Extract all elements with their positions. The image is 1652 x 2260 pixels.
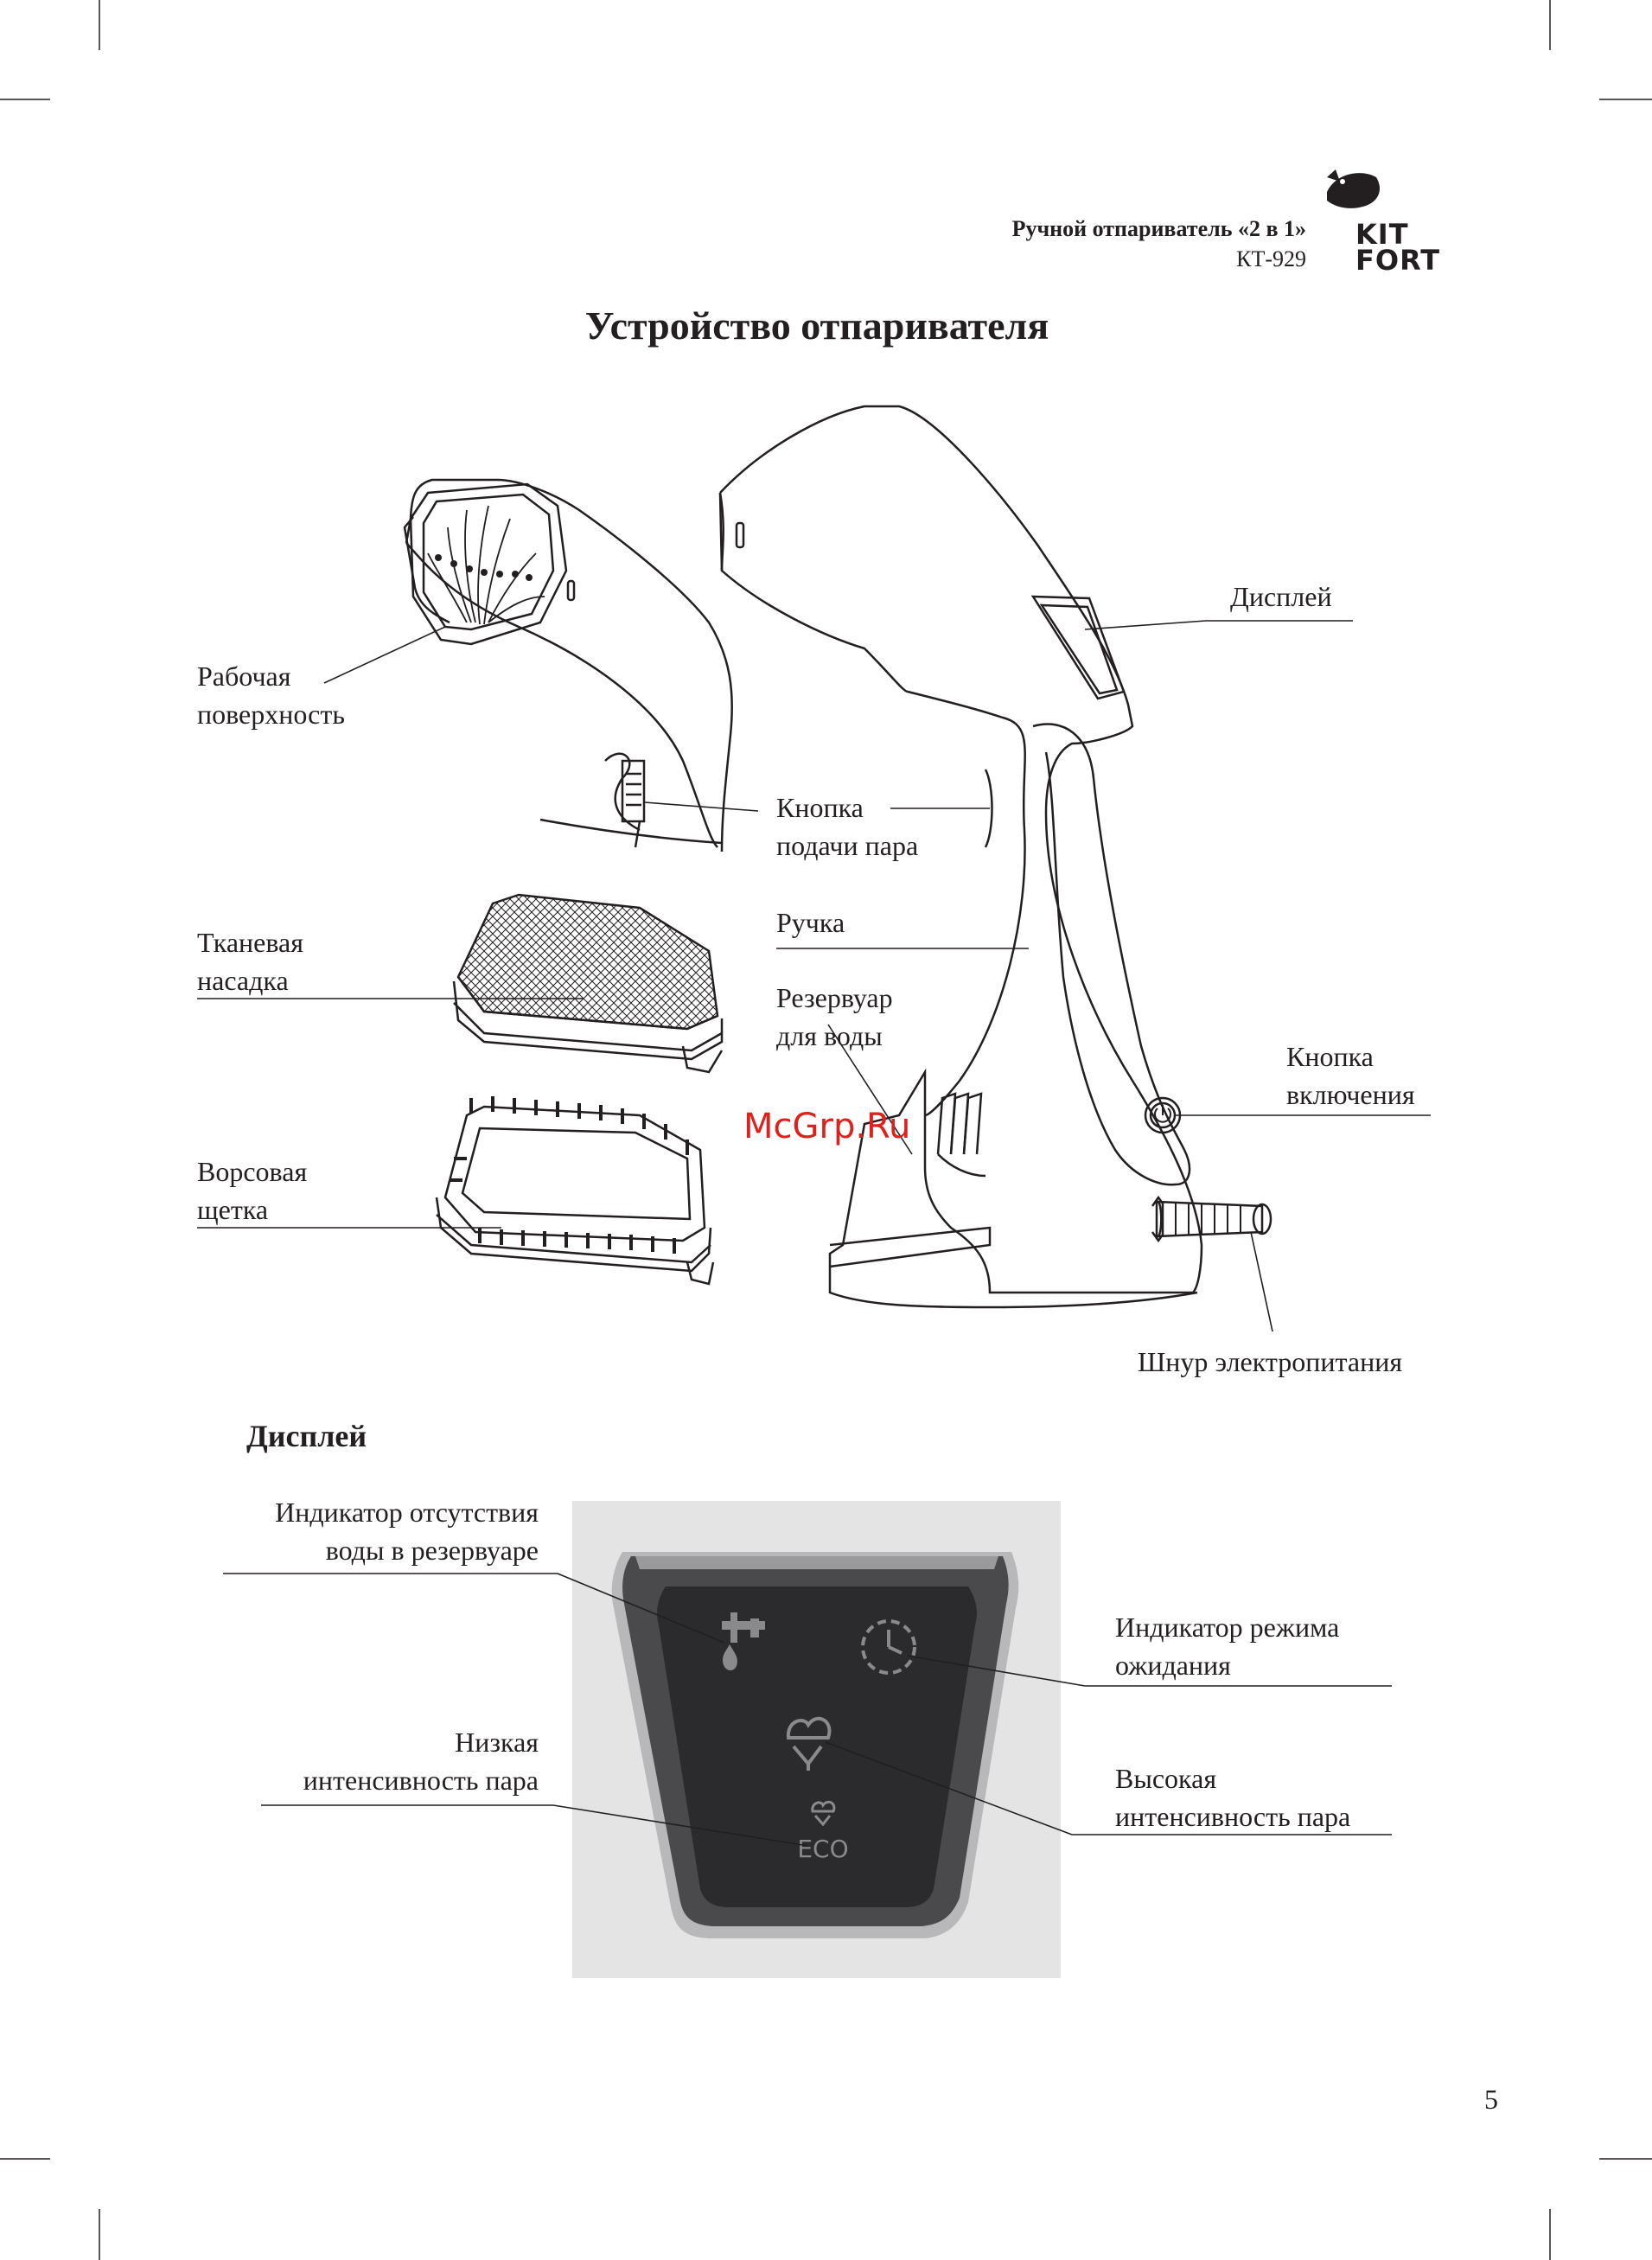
callout-display: Дисплей <box>1230 581 1332 612</box>
callout-line-1: Кнопка <box>776 792 864 823</box>
fabric-attachment-drawing <box>452 893 724 1074</box>
steam-high-icon <box>786 1716 832 1771</box>
callout-power-cord: Шнур электропитания <box>1138 1346 1403 1377</box>
callout-line-2: интенсивность пара <box>1115 1801 1351 1832</box>
callout-line-2: для воды <box>776 1020 883 1051</box>
logo-text-fort: FORT <box>1355 244 1441 277</box>
callout-fabric-attachment: Тканевая насадка <box>197 923 303 999</box>
callout-line-1: Резервуар <box>776 982 893 1013</box>
callout-standby-indicator: Индикатор режима ожидания <box>1115 1608 1339 1684</box>
callout-leaders <box>197 620 1431 1332</box>
callout-working-surface: Рабочая поверхность <box>197 657 345 733</box>
callout-line-2: интенсивность пара <box>303 1765 539 1796</box>
callout-high-steam: Высокая интенсивность пара <box>1115 1759 1350 1835</box>
display-leaders <box>223 1573 1392 1847</box>
callout-low-steam: Низкая интенсивность пара <box>303 1723 539 1799</box>
display-photo <box>572 1501 1061 1978</box>
clock-icon <box>861 1619 916 1675</box>
callout-line-1: Тканевая <box>197 927 303 958</box>
display-section-title: Дисплей <box>246 1419 367 1453</box>
steam-eco-icon <box>811 1800 836 1827</box>
bristle-brush-drawing <box>435 1096 715 1286</box>
page-title: Устройство отпаривателя <box>584 303 1049 348</box>
callout-power-button: Кнопка включения <box>1286 1037 1415 1114</box>
callout-line-1: Индикатор режима <box>1115 1612 1340 1643</box>
callout-line-1: Высокая <box>1115 1763 1217 1794</box>
callout-line-2: поверхность <box>197 699 345 730</box>
faucet-drop-icon <box>722 1612 765 1670</box>
kitfort-whale-logo-icon <box>1327 169 1380 208</box>
watermark: McGrp.Ru <box>743 1107 911 1146</box>
callout-line-2: насадка <box>197 965 289 996</box>
callout-line-2: щетка <box>197 1194 269 1225</box>
steamer-body-drawing <box>718 405 1272 1309</box>
eco-label: ECO <box>797 1835 848 1863</box>
callout-no-water-indicator: Индикатор отсутствия воды в резервуаре <box>275 1493 539 1569</box>
callout-bristle-brush: Ворсовая щетка <box>197 1152 307 1229</box>
document-header-title: Ручной отпариватель «2 в 1» <box>1011 216 1306 241</box>
page-number: 5 <box>1484 2084 1498 2115</box>
callout-line-2: воды в резервуаре <box>325 1535 539 1566</box>
callout-water-tank: Резервуар для воды <box>776 979 893 1055</box>
steam-head-drawing <box>403 478 733 852</box>
callout-steam-button: Кнопка подачи пара <box>776 788 918 865</box>
logo-text-kit: KIT <box>1355 218 1409 251</box>
callout-handle: Ручка <box>776 907 845 938</box>
callout-line-1: Ворсовая <box>197 1156 308 1187</box>
callout-line-1: Кнопка <box>1286 1041 1374 1072</box>
callout-line-1: Низкая <box>455 1727 539 1758</box>
callout-line-1: Индикатор отсутствия <box>275 1497 539 1528</box>
callout-line-2: включения <box>1286 1079 1415 1110</box>
callout-line-2: ожидания <box>1115 1650 1231 1681</box>
callout-line-1: Рабочая <box>197 661 291 692</box>
document-header-model: КТ-929 <box>1236 246 1306 271</box>
callout-line-2: подачи пара <box>776 830 919 861</box>
